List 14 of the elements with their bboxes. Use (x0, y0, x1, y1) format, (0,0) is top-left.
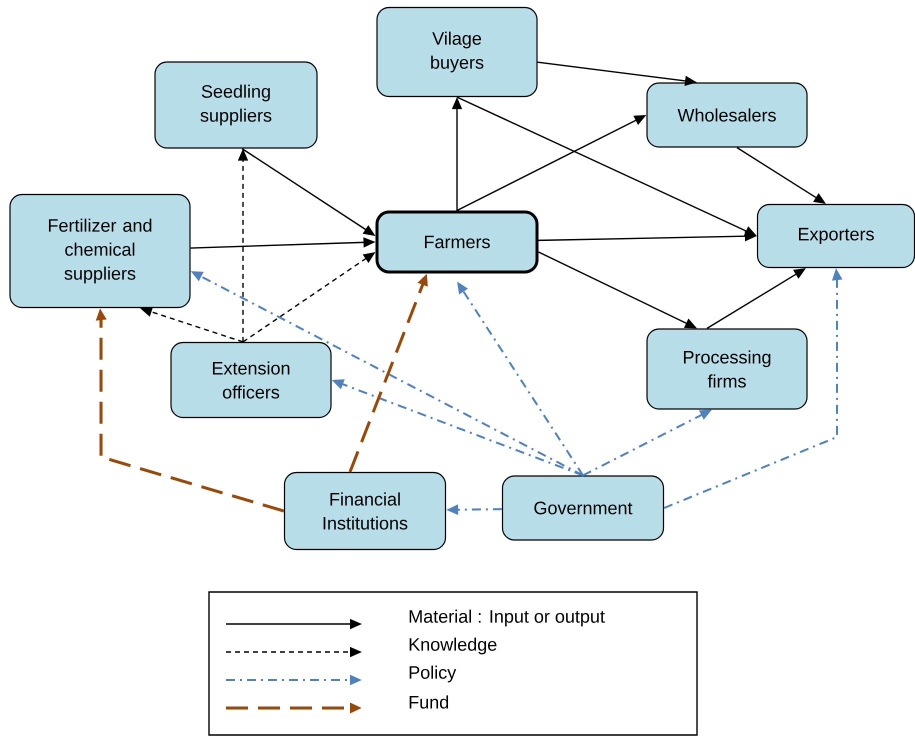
actor-box: Extension officers (170, 342, 332, 418)
central-box: Farmers (376, 210, 538, 274)
legend-label: Knowledge (410, 638, 496, 654)
actor-box: Government (502, 475, 664, 541)
actor-box: Processing firms (646, 328, 808, 410)
actor-box: Wholesalers (646, 82, 808, 148)
actor-box: Vilage buyers (376, 6, 538, 98)
actor-box: Financial Institutions (284, 472, 446, 550)
legend-label: Material : Input or output (410, 610, 605, 626)
actor-box: Fertilizer and chemical suppliers (9, 194, 191, 308)
actor-box: Exporters (756, 204, 915, 268)
legend-label: Policy (410, 666, 456, 682)
actor-box: Seedling suppliers (154, 61, 318, 149)
legend-label: Fund (410, 695, 448, 709)
